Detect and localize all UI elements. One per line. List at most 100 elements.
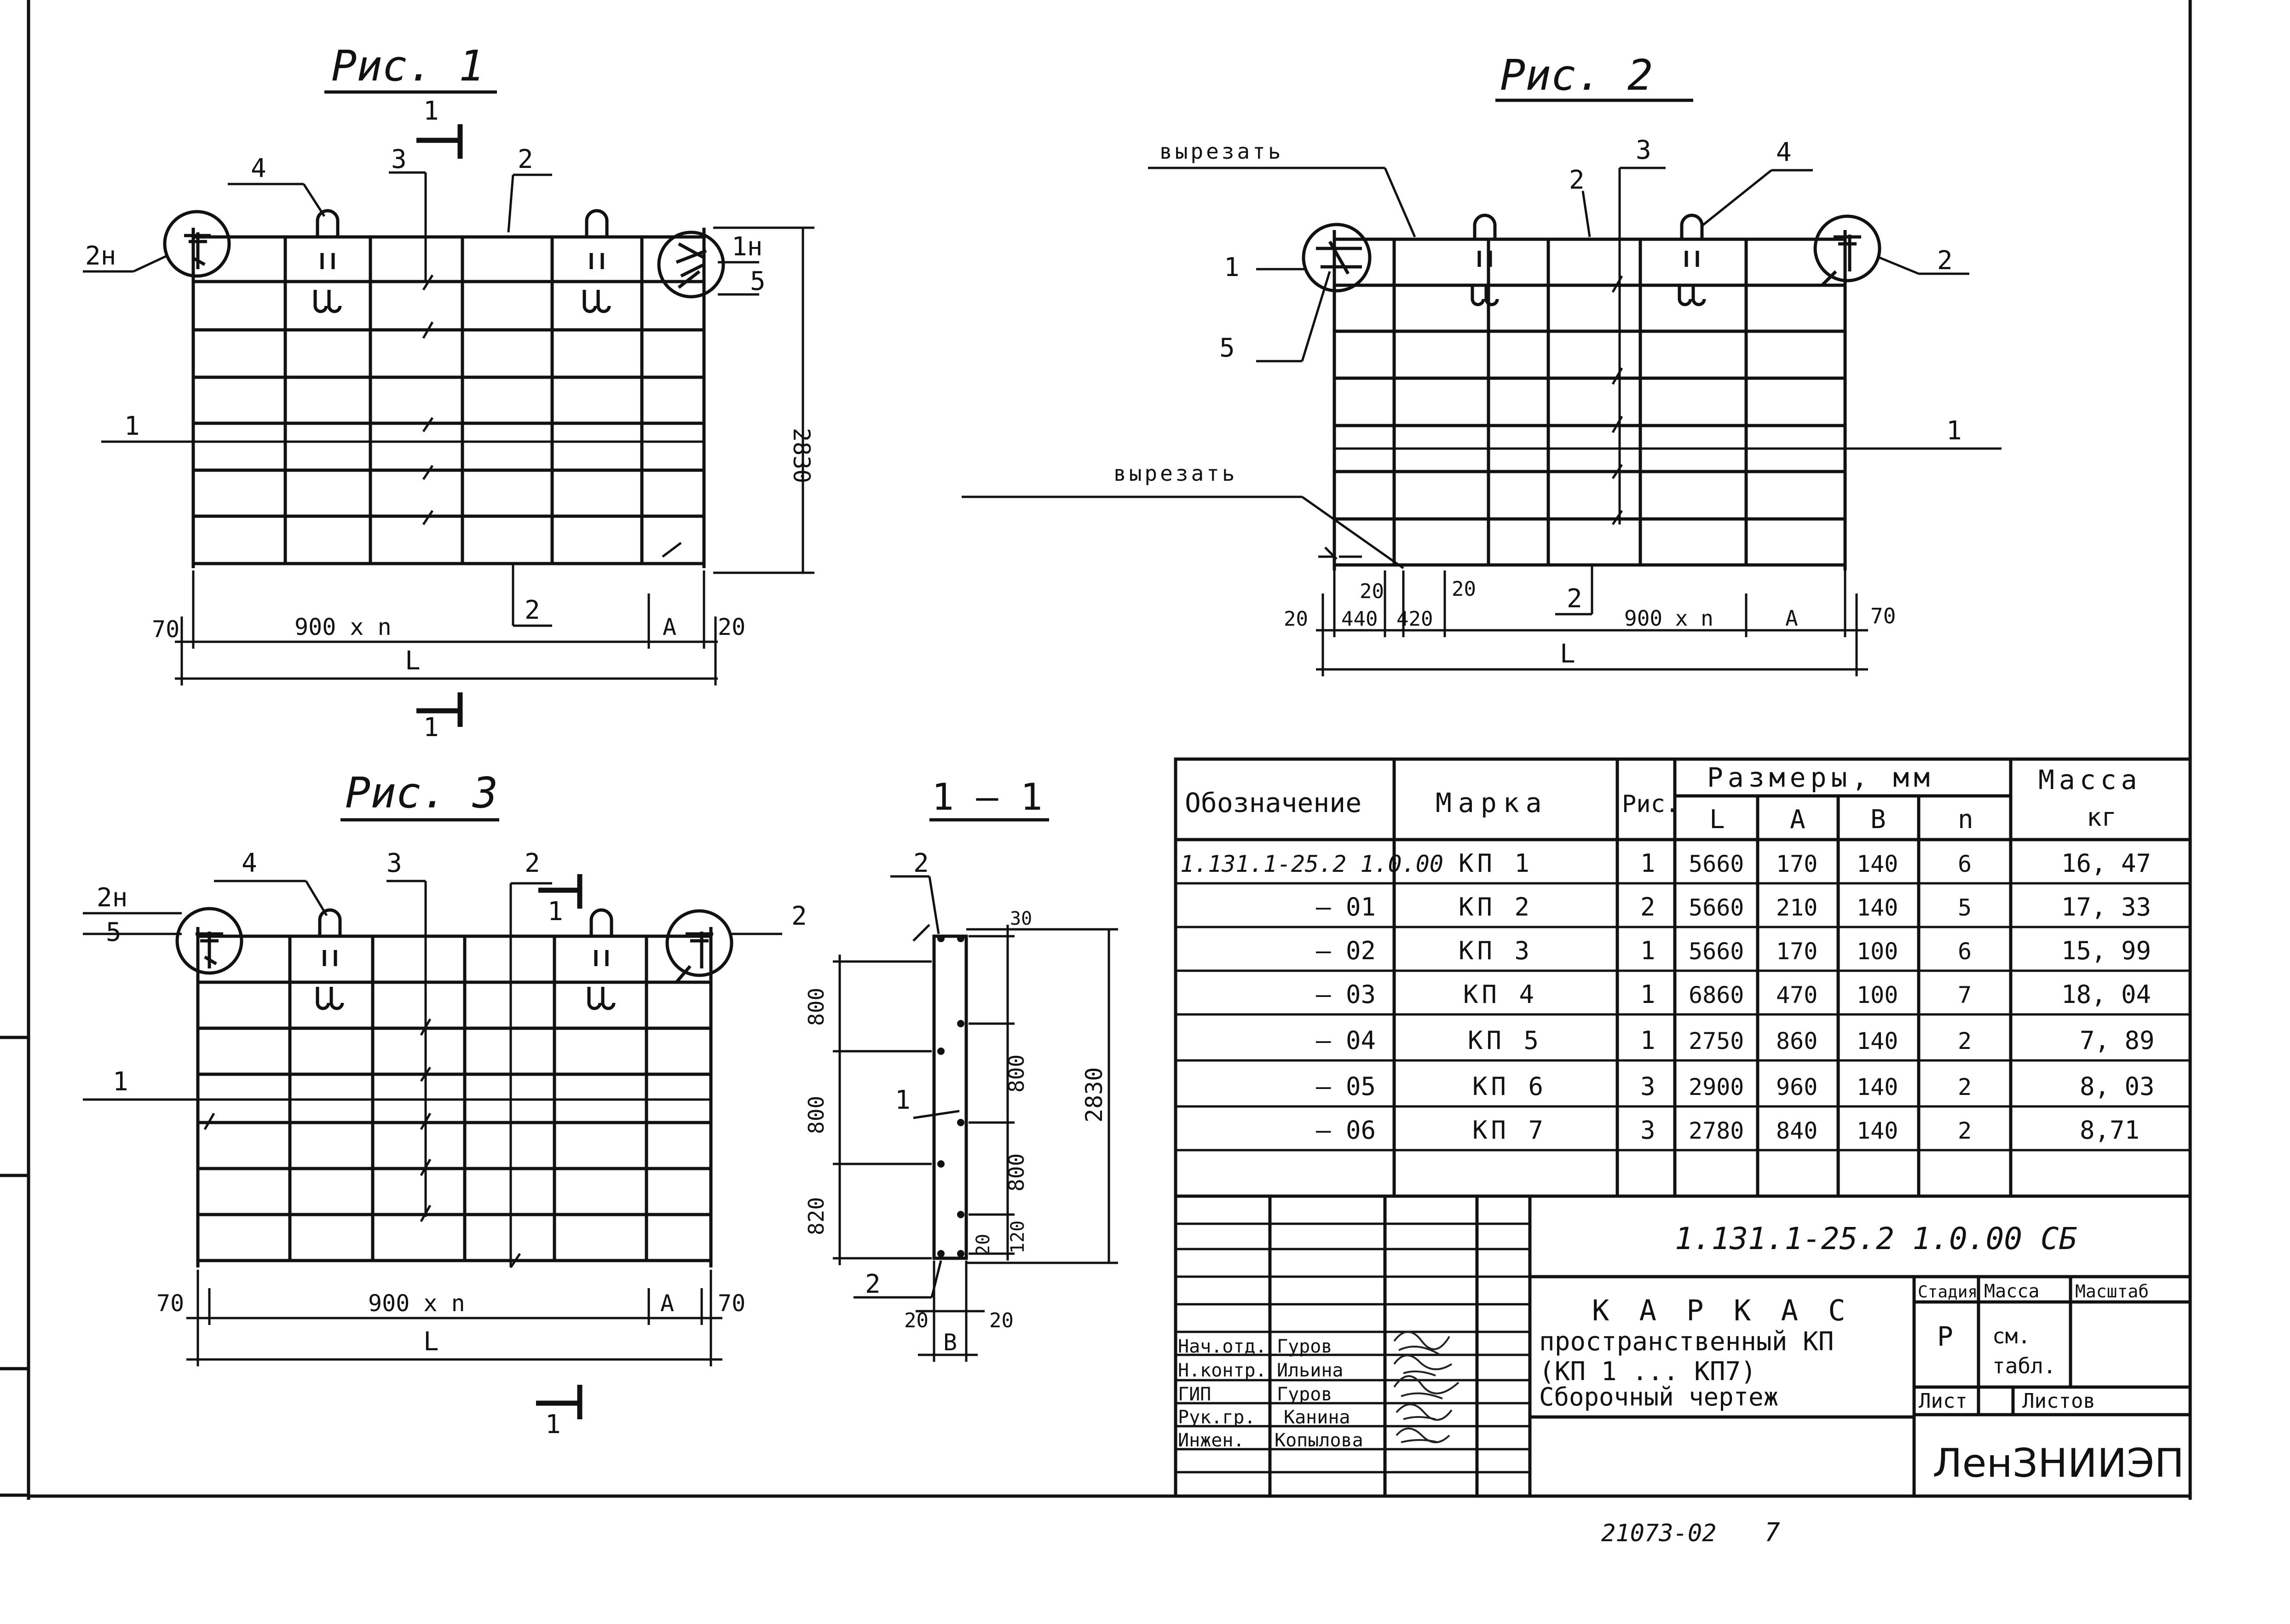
figure-3: Рис. 3 — [83, 768, 807, 1440]
staff-row: Н.контр. Ильина — [1178, 1360, 1344, 1381]
fig2-frame-mesh — [1302, 213, 1881, 570]
section-pos1-label: 1 — [895, 1085, 911, 1115]
fig2-cut-bottom-label: вырезать — [1113, 461, 1238, 486]
sheet-label: Лист — [1919, 1389, 1967, 1413]
section-dim-820: 820 — [804, 1197, 829, 1235]
staff-name: Гуров — [1277, 1336, 1332, 1357]
fig1-dim-height: 2830 — [788, 428, 815, 483]
scale-label: Масштаб — [2075, 1281, 2149, 1302]
footer-page: 7 — [1765, 1518, 1780, 1548]
section-dim-120: 120 — [1007, 1221, 1028, 1254]
fig1-leaders — [83, 171, 759, 627]
cell-fig: 1 — [1640, 1026, 1655, 1055]
fig3-pos2r-label: 2 — [791, 901, 807, 931]
cell-l: 6860 — [1689, 982, 1744, 1008]
fig1-dim-right: 20 — [718, 614, 745, 640]
sheet-frame — [0, 0, 2192, 1500]
fig2-pos1r-label: 1 — [1946, 416, 1962, 446]
cell-designation: — 04 — [1316, 1026, 1376, 1055]
section-title: 1 — 1 — [932, 776, 1043, 818]
section-dim-30: 30 — [1010, 908, 1032, 929]
cell-mass: 8, 03 — [2080, 1072, 2155, 1101]
staff-name: Канина — [1284, 1407, 1350, 1428]
fig1-dim-span: 900 x n — [294, 614, 392, 640]
fig3-dim-left: 70 — [156, 1290, 184, 1317]
cell-l: 5660 — [1689, 851, 1744, 877]
fig2-dim-right: 70 — [1870, 604, 1896, 628]
header-mass: Масса — [2038, 764, 2142, 795]
cell-mass: 16, 47 — [2061, 849, 2151, 878]
fig3-pos4-label: 4 — [242, 848, 257, 878]
cell-fig: 2 — [1640, 893, 1655, 921]
table-row: — 02 КП 3 1 5660 170 100 6 15, 99 — [1316, 936, 2151, 965]
section-dim-total: 2830 — [1081, 1067, 1108, 1123]
cell-mass: 15, 99 — [2061, 936, 2151, 965]
fig2-dim-20b: 20 — [1360, 580, 1384, 603]
cell-fig: 3 — [1640, 1116, 1655, 1145]
fig3-pos2-label: 2 — [525, 848, 540, 878]
cell-designation: — 05 — [1316, 1072, 1376, 1101]
header-sizes: Размеры, мм — [1707, 762, 1934, 793]
fig1-section-mark-bottom: 1 — [423, 713, 439, 743]
staff-role: Инжен. — [1178, 1430, 1245, 1451]
fig1-pos1-label: 1 — [124, 411, 140, 441]
fig2-dim-total: L — [1560, 639, 1575, 669]
section-dim-20v: 20 — [973, 1234, 994, 1256]
fig3-leaders — [83, 880, 782, 1267]
cell-n: 6 — [1958, 851, 1972, 877]
cell-mark: КП 4 — [1463, 980, 1538, 1009]
fig3-section-mark-top: 1 — [548, 897, 563, 927]
cell-mass: 7, 89 — [2080, 1026, 2155, 1055]
cell-a: 860 — [1776, 1028, 1817, 1054]
fig2-cut-top-label: вырезать — [1159, 139, 1284, 164]
fig1-pos3-label: 3 — [391, 144, 407, 174]
staff-role: Рук.гр. — [1178, 1407, 1256, 1428]
cell-mark: КП 1 — [1459, 849, 1533, 878]
header-l: L — [1709, 805, 1725, 835]
header-mass-unit: кг — [2087, 803, 2117, 832]
fig3-dim-right: 70 — [718, 1290, 745, 1317]
fig1-frame-mesh — [163, 209, 725, 568]
table-row: — 01 КП 2 2 5660 210 140 5 17, 33 — [1316, 893, 2151, 921]
signatures — [1393, 1331, 1459, 1443]
section-pos2-label: 2 — [913, 848, 929, 878]
fig2-pos2r-label: 2 — [1937, 246, 1953, 276]
cell-b: 140 — [1857, 894, 1898, 921]
fig3-dimensions — [186, 1270, 722, 1366]
fig2-leaders — [962, 167, 2002, 616]
staff-row: ГИП Гуров — [1178, 1384, 1332, 1405]
section-dim-20a: 20 — [904, 1309, 929, 1332]
cell-n: 2 — [1958, 1028, 1972, 1054]
title-block-grid — [1174, 1194, 2192, 1498]
stage-value: Р — [1937, 1321, 1953, 1352]
cell-mark: КП 7 — [1472, 1116, 1547, 1145]
fig3-frame-mesh — [175, 907, 733, 1268]
header-a: A — [1790, 805, 1805, 835]
fig1-pos4-label: 4 — [251, 154, 266, 184]
fig1-pos1h-label: 1н — [732, 232, 762, 262]
cell-fig: 1 — [1640, 849, 1655, 878]
table-row: 1.131.1-25.2 1.0.00 КП 1 1 5660 170 140 … — [1180, 849, 2151, 878]
section-dim-800d: 800 — [1004, 1153, 1029, 1192]
cell-designation: — 01 — [1316, 893, 1376, 921]
cell-a: 960 — [1776, 1074, 1817, 1100]
fig2-title: Рис. 2 — [1500, 51, 1653, 100]
fig3-dim-total: L — [423, 1327, 439, 1357]
cell-b: 140 — [1857, 1117, 1898, 1144]
section-dim-20b: 20 — [989, 1309, 1014, 1332]
fig1-section-mark-top: 1 — [423, 96, 439, 126]
fig1-dim-total: L — [405, 646, 421, 676]
section-dim-800c: 800 — [1004, 1054, 1029, 1093]
fig1-dimensions — [175, 226, 814, 685]
staff-name: Гуров — [1277, 1384, 1332, 1405]
cell-mark: КП 3 — [1459, 936, 1533, 965]
cell-l: 2780 — [1689, 1117, 1744, 1144]
fig1-dim-left: 70 — [152, 616, 179, 643]
mass-value-2: табл. — [1992, 1353, 2056, 1378]
cell-a: 840 — [1776, 1117, 1817, 1144]
fig2-dim-span: 900 x n — [1624, 606, 1713, 631]
cell-mark: КП 5 — [1468, 1026, 1542, 1055]
fig1-pos5-label: 5 — [750, 266, 766, 296]
cell-b: 140 — [1857, 851, 1898, 877]
